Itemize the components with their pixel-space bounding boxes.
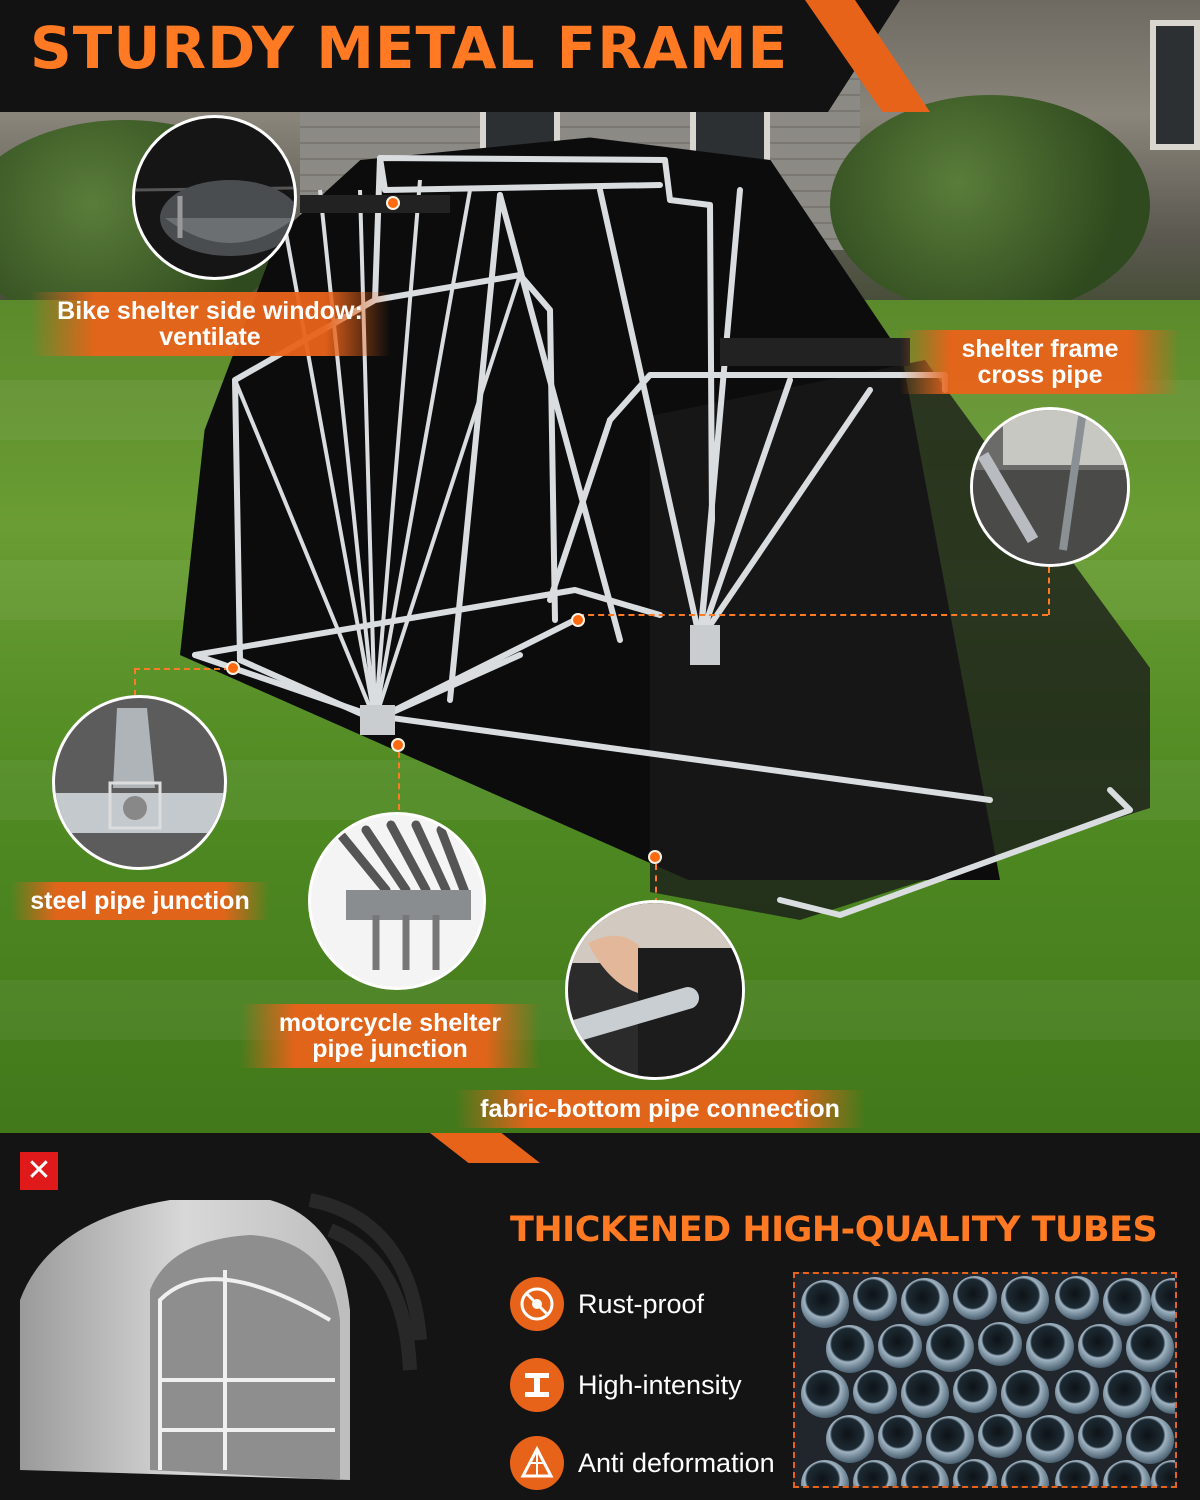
cross-pipe-detail-photo — [970, 407, 1130, 567]
not-recommended-icon: ✕ — [20, 1152, 58, 1190]
house-door — [1150, 20, 1200, 150]
steel-tubes-photo — [793, 1272, 1177, 1488]
feature-high-intensity: High-intensity — [510, 1355, 742, 1415]
side-window-detail-photo — [132, 115, 297, 280]
feature-label: Rust-proof — [578, 1288, 705, 1319]
callout-marker — [391, 738, 405, 752]
tube-bundle-icon — [801, 1276, 1175, 1486]
callout-leader-line — [1048, 567, 1050, 615]
competitor-shelter-illustration — [20, 1193, 427, 1480]
i-beam-icon — [510, 1358, 564, 1412]
window-vent-icon — [135, 180, 294, 256]
junction-bracket-icon — [55, 708, 224, 833]
callout-leader-line — [655, 864, 657, 904]
feature-rust-proof: Rust-proof — [510, 1274, 704, 1334]
callout-marker — [648, 850, 662, 864]
page-title: STURDY METAL FRAME — [30, 14, 789, 82]
callout-leader-line — [398, 752, 400, 810]
fabric-bottom-label: fabric-bottom pipe connection — [455, 1090, 865, 1128]
steel-junction-label: steel pipe junction — [10, 882, 270, 920]
feature-label: High-intensity — [578, 1369, 742, 1400]
pipe-junction-detail-photo — [308, 812, 486, 990]
callout-leader-line — [578, 614, 1048, 616]
side-window-label: Bike shelter side window: ventilate — [30, 292, 390, 356]
feature-anti-deformation: Anti deformation — [510, 1433, 775, 1493]
steel-junction-detail-photo — [52, 695, 227, 870]
tubes-section-title: THICKENED HIGH-QUALITY TUBES — [510, 1210, 1158, 1250]
header-banner — [0, 0, 900, 112]
rust-proof-icon — [510, 1277, 564, 1331]
callout-leader-line — [134, 668, 136, 696]
callout-marker — [386, 196, 400, 210]
pipe-hinge-icon — [336, 820, 471, 970]
callout-marker — [226, 661, 240, 675]
fabric-pipe-icon — [568, 903, 742, 1077]
cross-pipe-label: shelter frame cross pipe — [900, 330, 1180, 394]
motorcycle-junction-label: motorcycle shelter pipe junction — [240, 1004, 540, 1068]
callout-leader-line — [134, 668, 230, 670]
triangle-frame-icon — [510, 1436, 564, 1490]
feature-label: Anti deformation — [578, 1447, 775, 1478]
pipe-connector-icon — [973, 410, 1127, 564]
shrub — [830, 95, 1150, 315]
fabric-bottom-detail-photo — [565, 900, 745, 1080]
callout-marker — [571, 613, 585, 627]
